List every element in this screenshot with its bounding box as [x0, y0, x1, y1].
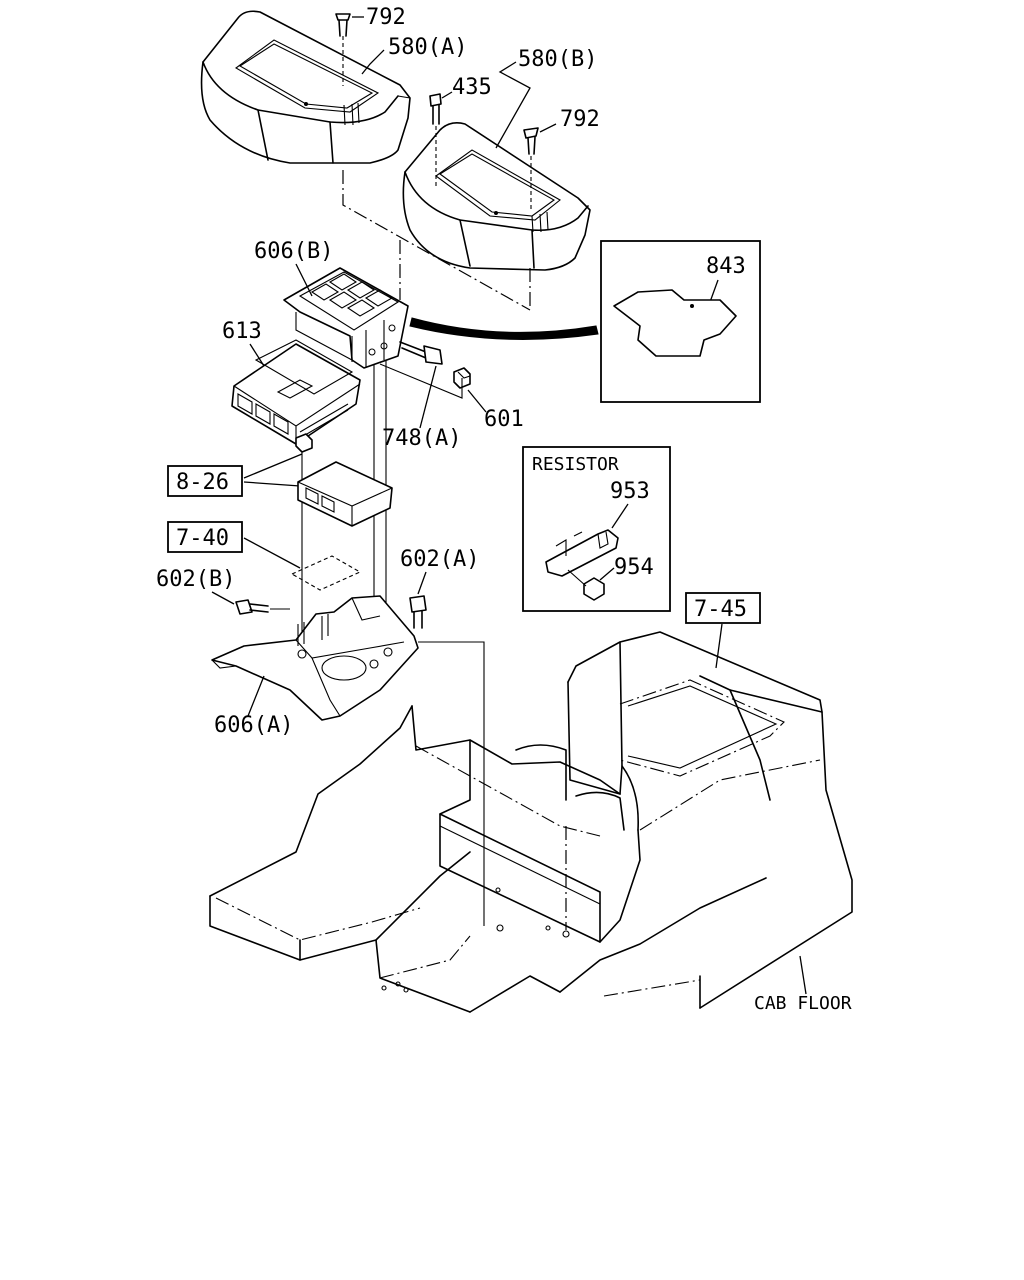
label-580b: 580(B) — [518, 47, 597, 72]
label-792-top: 792 — [366, 5, 406, 30]
ref-box-7-40 — [167, 521, 243, 553]
label-953: 953 — [610, 479, 650, 504]
label-602a: 602(A) — [400, 547, 479, 572]
label-843: 843 — [706, 254, 746, 279]
align-580a — [342, 170, 531, 311]
cab-floor — [209, 631, 853, 1013]
bracket-606a — [211, 595, 419, 721]
ref-7-40: 7-40 — [176, 526, 229, 551]
leader-7-40 — [243, 537, 301, 569]
nut-ecu — [295, 433, 313, 453]
cover-580b — [402, 122, 591, 271]
leader-843 — [709, 279, 719, 303]
leader-8-26 — [243, 453, 303, 487]
ref-box-8-26 — [167, 465, 243, 497]
pointer-to-detail — [409, 317, 599, 340]
bolt-602a — [409, 595, 427, 629]
leader-580a — [361, 49, 385, 75]
leader-606a — [247, 675, 265, 717]
insulator-843 — [613, 289, 737, 357]
leader-748a — [419, 365, 437, 429]
bolt-748a — [399, 341, 443, 365]
line-601 — [379, 363, 463, 399]
leader-cab-floor — [799, 955, 807, 995]
leader-953 — [611, 503, 629, 529]
label-606a: 606(A) — [214, 713, 293, 738]
pad-7-40 — [290, 555, 362, 591]
label-954: 954 — [614, 555, 654, 580]
pin-435 — [429, 91, 453, 186]
label-748a: 748(A) — [382, 426, 461, 451]
ref-7-45: 7-45 — [694, 597, 747, 622]
label-792-second: 792 — [560, 107, 600, 132]
leader-613 — [249, 343, 265, 367]
leader-602a — [417, 571, 427, 595]
nut-954 — [567, 569, 605, 601]
leader-606b — [295, 263, 313, 297]
leader-7-45 — [715, 623, 723, 669]
leader-580b — [495, 61, 531, 149]
label-601: 601 — [484, 407, 524, 432]
ecu-613 — [231, 339, 361, 445]
label-resistor: RESISTOR — [532, 454, 619, 475]
module-8-26 — [297, 461, 393, 527]
leader-602b — [211, 591, 235, 605]
clip-792-top — [335, 13, 364, 86]
bracket-606b — [283, 267, 409, 369]
ref-8-26: 8-26 — [176, 470, 229, 495]
label-cab-floor: CAB FLOOR — [754, 993, 852, 1014]
leader-954 — [599, 567, 615, 581]
label-613: 613 — [222, 319, 262, 344]
ref-box-7-45 — [685, 592, 761, 624]
resistor-953 — [545, 529, 619, 577]
label-580a: 580(A) — [388, 35, 467, 60]
clip-792-second — [523, 123, 557, 210]
cover-580a — [200, 10, 411, 164]
mount-line-a — [418, 641, 485, 926]
label-435: 435 — [452, 75, 492, 100]
bolt-602b — [235, 599, 290, 615]
label-602b: 602(B) — [156, 567, 235, 592]
leader-601 — [467, 389, 487, 413]
label-606b: 606(B) — [254, 239, 333, 264]
